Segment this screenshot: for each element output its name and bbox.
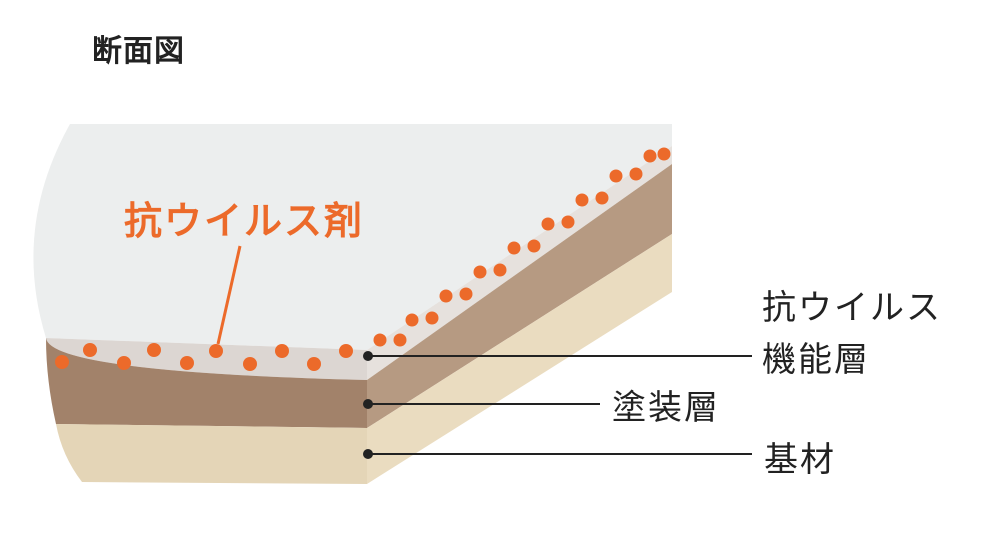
agent-dot bbox=[393, 333, 407, 347]
coating-layer-label: 塗装層 bbox=[612, 388, 720, 428]
leader-dot-functional bbox=[363, 351, 373, 361]
agent-dot bbox=[180, 356, 194, 370]
agent-dot bbox=[459, 287, 473, 301]
agent-dot bbox=[425, 311, 439, 325]
agent-dot bbox=[629, 167, 643, 181]
coating-layer-front bbox=[46, 338, 367, 428]
agent-dot bbox=[595, 191, 609, 205]
agent-dot bbox=[275, 344, 289, 358]
agent-dots-front bbox=[55, 343, 353, 371]
agent-dot bbox=[527, 239, 541, 253]
agent-dot bbox=[405, 313, 419, 327]
coating-layer-side bbox=[367, 164, 672, 428]
agent-dots-side bbox=[373, 147, 671, 347]
leader-dot-base bbox=[363, 449, 373, 459]
agent-dot bbox=[243, 357, 257, 371]
leader-lines bbox=[363, 351, 752, 459]
agent-dot bbox=[209, 344, 223, 358]
agent-dot bbox=[373, 333, 387, 347]
agent-dot bbox=[307, 357, 321, 371]
agent-dot bbox=[147, 343, 161, 357]
leader-dot-coating bbox=[363, 399, 373, 409]
agent-dot bbox=[473, 265, 487, 279]
base-layer-label: 基材 bbox=[764, 440, 836, 480]
diagram-title: 断面図 bbox=[92, 34, 185, 69]
agent-dot bbox=[657, 147, 671, 161]
agent-dot bbox=[609, 169, 623, 183]
agent-dot bbox=[117, 356, 131, 370]
base-layer-front bbox=[56, 424, 367, 484]
agent-dot bbox=[575, 193, 589, 207]
agent-dot bbox=[439, 289, 453, 303]
functional-layer-label-line1: 抗ウイルス bbox=[762, 288, 942, 328]
agent-dot bbox=[493, 263, 507, 277]
top-surface bbox=[33, 124, 672, 350]
agent-dot bbox=[561, 215, 575, 229]
agent-dot bbox=[643, 149, 657, 163]
agent-pointer-line bbox=[216, 245, 242, 345]
functional-layer-label: 抗ウイルス 機能層 bbox=[762, 282, 942, 386]
functional-layer-side bbox=[367, 146, 672, 380]
agent-dot bbox=[541, 217, 555, 231]
agent-dot bbox=[339, 344, 353, 358]
agent-dot bbox=[83, 343, 97, 357]
agent-dot bbox=[507, 241, 521, 255]
functional-layer-label-line2: 機能層 bbox=[762, 340, 870, 380]
agent-dot bbox=[55, 355, 69, 369]
antiviral-agent-label: 抗ウイルス剤 bbox=[124, 199, 365, 243]
base-layer-side bbox=[367, 234, 672, 484]
